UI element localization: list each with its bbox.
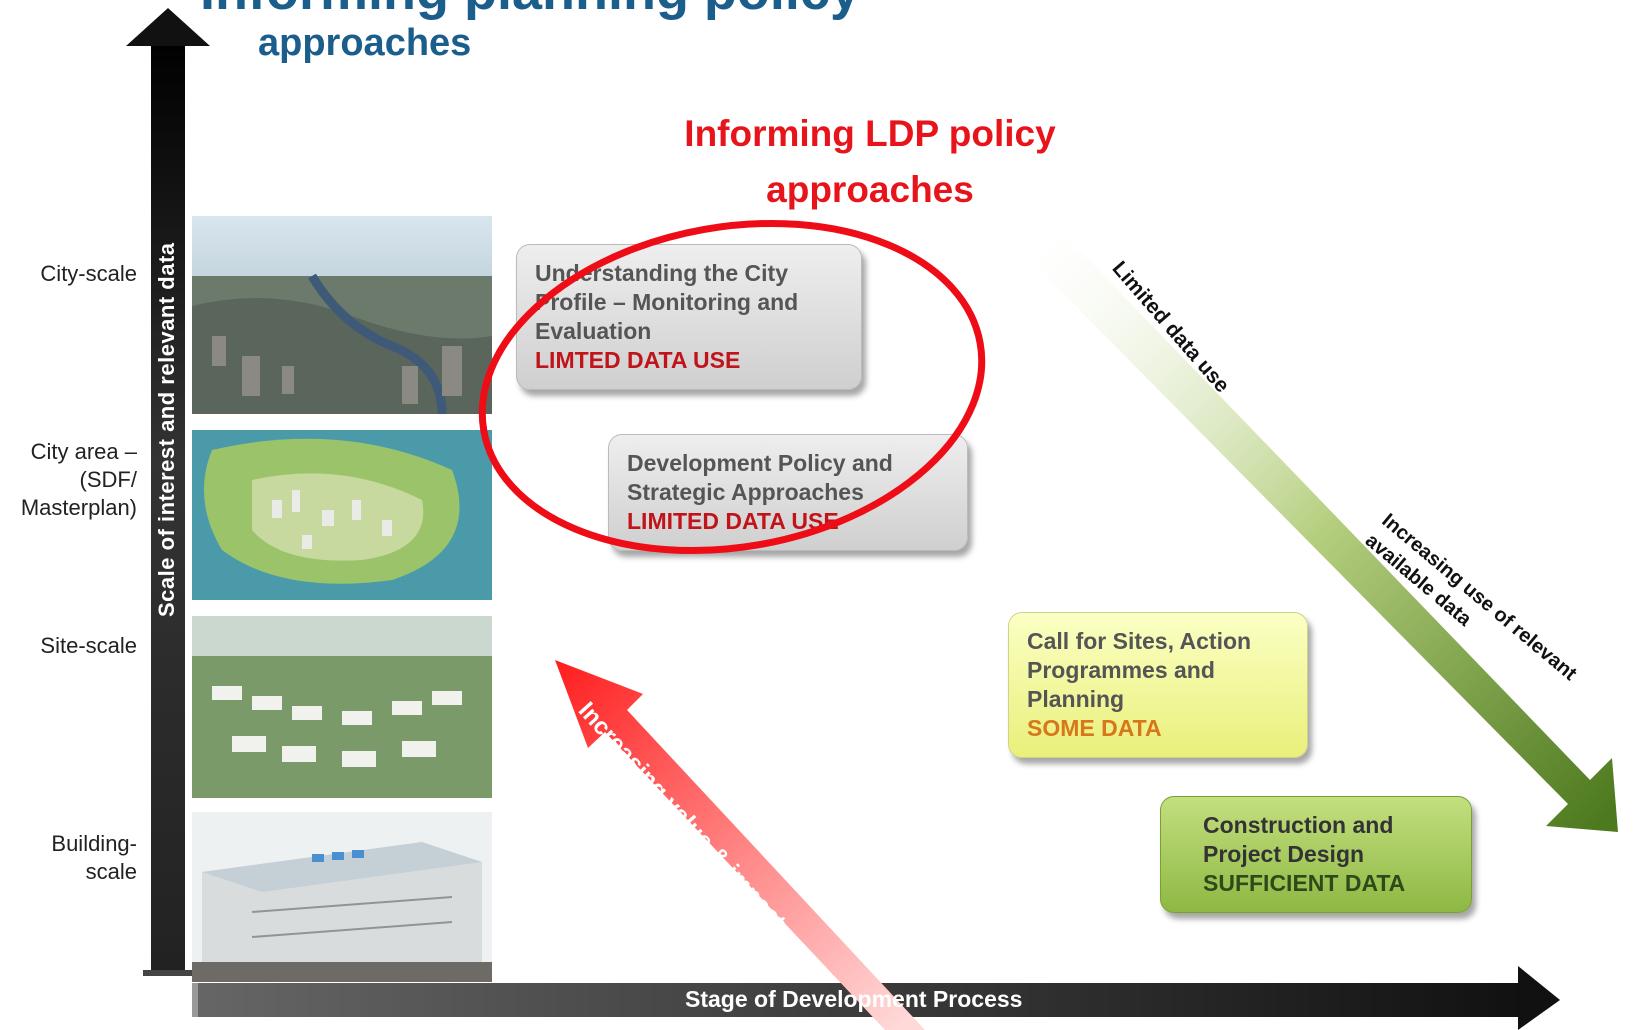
stage-box-construction: Construction and Project Design SUFFICIE… [1160,796,1472,913]
stage-box-status: SUFFICIENT DATA [1203,870,1406,896]
page-title: Informing planning policy [200,0,860,22]
scale-label-city: City-scale [40,261,137,286]
city-aerial-image [192,216,492,414]
building-scale-image [192,812,492,982]
page-subtitle: approaches [258,22,472,64]
y-axis-arrow [126,8,210,976]
x-axis-label: Stage of Development Process [685,986,1023,1012]
stage-box-status: LIMITED DATA USE [627,508,839,534]
stage-box-city-profile: Understanding the City Profile – Monitor… [516,244,862,390]
value-arrow [555,660,925,1030]
stage-box-call-for-sites: Call for Sites, Action Programmes and Pl… [1008,612,1308,758]
y-axis-label: Scale of interest and relevant data [154,242,179,617]
stage-box-development-policy: Development Policy and Strategic Approac… [608,434,968,551]
scale-label-site: Site-scale [40,633,137,658]
stage-box-status: LIMTED DATA USE [535,347,741,373]
stage-box-status: SOME DATA [1027,715,1162,741]
stage-box-text: Understanding the City Profile – Monitor… [535,260,799,344]
stage-box-text: Development Policy and Strategic Approac… [627,450,893,505]
scale-label-city-area: City area – (SDF/ Masterplan) [20,439,137,520]
site-scale-image [192,616,492,798]
highlight-title: Informing LDP policy approaches [684,113,1056,210]
stage-box-text: Construction and Project Design [1203,812,1394,867]
scale-label-building: Building-scale [51,831,137,884]
stage-box-text: Call for Sites, Action Programmes and Pl… [1027,628,1252,712]
masterplan-image [192,430,492,600]
data-arrow [1030,230,1618,832]
